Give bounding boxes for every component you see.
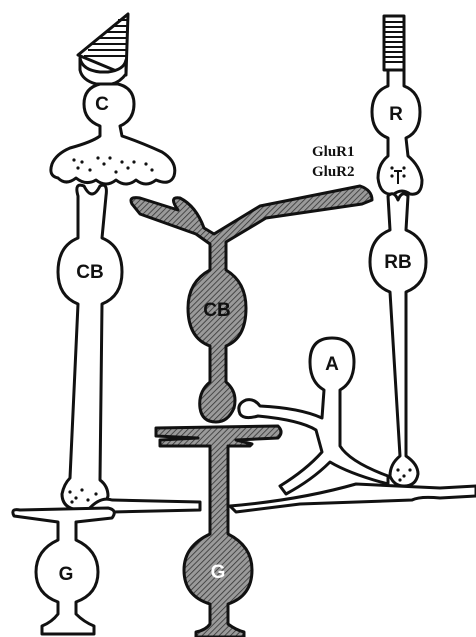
amacrine-cell: A <box>239 338 388 494</box>
ganglion-center: G <box>156 426 281 637</box>
receptor-label-1: GluR1 <box>312 144 355 160</box>
receptor-label-2: GluR2 <box>312 164 355 180</box>
cone-label: C <box>95 94 109 115</box>
rod-bipolar-label: RB <box>384 252 411 273</box>
rod-bipolar: RB <box>370 194 426 486</box>
receptor-annotation: GluR1 GluR2 <box>312 144 355 180</box>
ganglion-left-label: G <box>59 564 74 585</box>
cone-bipolar-center-label: CB <box>203 300 230 321</box>
amacrine-label: A <box>325 354 339 375</box>
cone-bipolar-left-label: CB <box>76 262 103 283</box>
ganglion-left: G <box>13 508 114 634</box>
rod-label: R <box>389 104 403 125</box>
ganglion-right-dendrite <box>230 484 476 512</box>
cone-cell: C <box>51 14 175 184</box>
cone-soma <box>51 84 175 184</box>
rod-cell: R <box>372 16 422 194</box>
ganglion-center-label: G <box>211 562 226 583</box>
cone-bipolar-left: CB <box>58 185 122 510</box>
